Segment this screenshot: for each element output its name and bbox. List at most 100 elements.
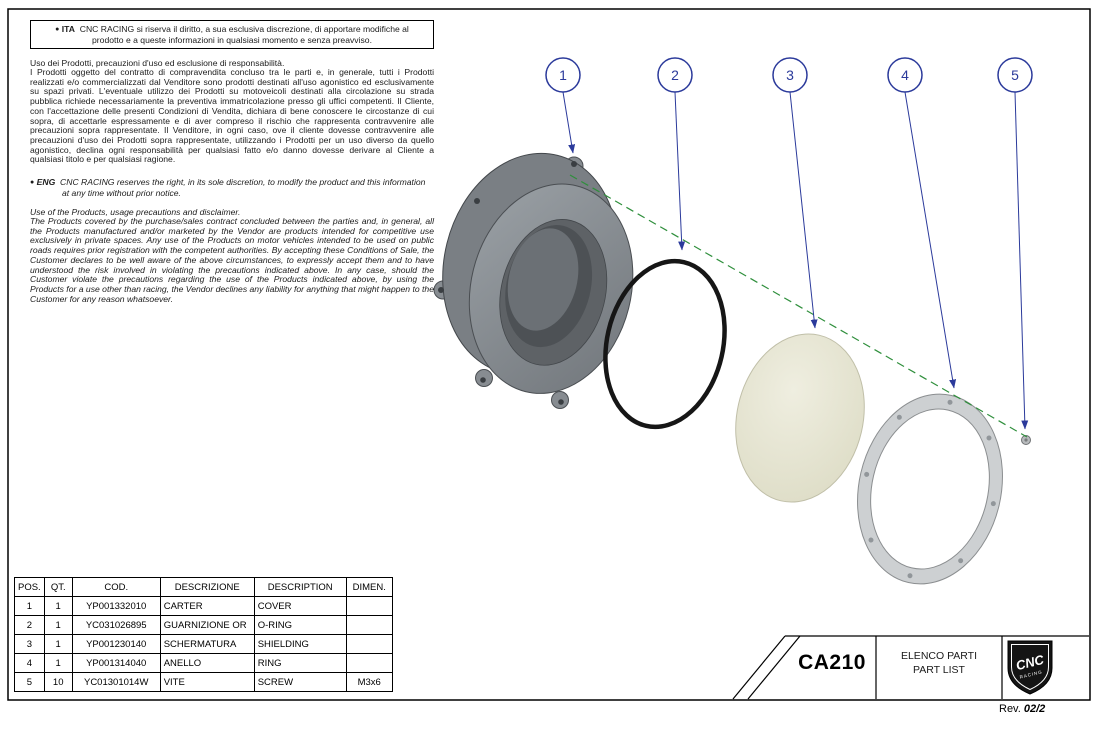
cell-dimension xyxy=(345,615,393,635)
eng-label: ENG xyxy=(36,177,56,188)
cell-dimension xyxy=(345,653,393,673)
header-qty: QT. xyxy=(43,577,73,597)
part-1-cover xyxy=(433,152,634,409)
logo-text: CNC xyxy=(1014,652,1046,674)
cell-description: SCREW xyxy=(253,672,347,692)
balloon-3: 3 xyxy=(772,57,818,329)
balloon-1: 1 xyxy=(545,57,581,154)
cell-code: YP001230140 xyxy=(71,634,161,654)
revision: Rev. 02/2 xyxy=(999,703,1045,715)
ita-notice-text: CNC RACING si riserva il diritto, a sua … xyxy=(79,24,409,45)
balloon-number: 4 xyxy=(901,67,909,83)
ring-screw-holes xyxy=(864,399,996,579)
cell-qty: 1 xyxy=(43,634,73,654)
cell-dimension xyxy=(345,596,393,616)
revision-value: 02/2 xyxy=(1023,703,1046,715)
ita-label: ITA xyxy=(61,24,75,34)
cell-code: YP001332010 xyxy=(71,596,161,616)
cell-code: YC031026895 xyxy=(71,615,161,635)
balloon-circle xyxy=(997,57,1033,93)
table-row: 2 1 YC031026895 GUARNIZIONE OR O-RING xyxy=(14,615,393,635)
parts-table: POS. QT. COD. DESCRIZIONE DESCRIPTION DI… xyxy=(14,577,393,692)
leader-line-4 xyxy=(904,91,957,389)
balloon-number: 2 xyxy=(671,67,679,83)
ita-notice-box: ● ITA CNC RACING si riserva il diritto, … xyxy=(30,20,434,49)
bullet-icon: ● xyxy=(30,179,35,187)
balloon-2: 2 xyxy=(657,57,693,251)
part-2-oring xyxy=(603,258,727,430)
header-description: DESCRIPTION xyxy=(253,577,347,597)
axis-centerline xyxy=(569,174,1028,438)
ita-usage-heading: Uso dei Prodotti, precauzioni d'uso ed e… xyxy=(30,58,285,68)
cell-descrizione: CARTER xyxy=(159,596,255,616)
balloon-circle xyxy=(887,57,923,93)
disclaimer-block: ● ITA CNC RACING si riserva il diritto, … xyxy=(30,20,434,304)
cnc-racing-logo: CNC RACING xyxy=(1007,640,1053,695)
part-list-title-eng: PART LIST xyxy=(913,663,965,676)
table-row: 1 1 YP001332010 CARTER COVER xyxy=(14,596,393,616)
part-5-screw xyxy=(1021,435,1031,445)
part-list-title: ELENCO PARTI PART LIST xyxy=(878,650,1000,677)
ita-usage-body: I Prodotti oggetto del contratto di comp… xyxy=(30,67,434,165)
part-4-ring xyxy=(857,393,1003,585)
header-descrizione: DESCRIZIONE xyxy=(159,577,255,597)
cell-descrizione: SCHERMATURA xyxy=(159,634,255,654)
eng-usage-body: The Products covered by the purchase/sal… xyxy=(30,216,434,304)
table-header-row: POS. QT. COD. DESCRIZIONE DESCRIPTION DI… xyxy=(14,577,393,597)
header-dimension: DIMEN. xyxy=(345,577,393,597)
leader-line-3 xyxy=(789,91,818,329)
header-code: COD. xyxy=(71,577,161,597)
cell-dimension: M3x6 xyxy=(345,672,393,692)
cell-pos: 5 xyxy=(14,672,45,692)
title-block-lines xyxy=(732,635,1089,700)
logo-shield xyxy=(1007,640,1053,695)
part-list-title-ita: ELENCO PARTI xyxy=(900,650,978,662)
logo-shield-inner-line xyxy=(1011,644,1049,691)
header-pos: POS. xyxy=(14,577,45,597)
eng-notice: ● ENG CNC RACING reserves the right, in … xyxy=(30,177,434,198)
drawing-code: CA210 xyxy=(798,651,866,674)
cell-dimension xyxy=(345,634,393,654)
balloon-5: 5 xyxy=(997,57,1033,430)
balloon-circle xyxy=(772,57,808,93)
balloon-number: 1 xyxy=(559,67,567,83)
cell-code: YP001314040 xyxy=(71,653,161,673)
part-3-shielding xyxy=(735,333,865,503)
cell-code: YC01301014W xyxy=(71,672,161,692)
cell-description: O-RING xyxy=(253,615,347,635)
cell-qty: 1 xyxy=(43,653,73,673)
eng-usage-heading: Use of the Products, usage precautions a… xyxy=(30,207,241,218)
cover-body xyxy=(442,152,634,394)
balloon-number: 5 xyxy=(1011,67,1019,83)
balloon-circle xyxy=(657,57,693,93)
cover-lug-holes xyxy=(438,161,577,405)
cell-description: COVER xyxy=(253,596,347,616)
balloon-circle xyxy=(545,57,581,93)
leader-line-2 xyxy=(674,91,686,251)
cell-pos: 4 xyxy=(14,653,45,673)
cell-qty: 10 xyxy=(43,672,73,692)
cell-qty: 1 xyxy=(43,596,73,616)
leader-line-1 xyxy=(562,91,576,154)
eng-notice-text: CNC RACING reserves the right, in its so… xyxy=(60,177,426,199)
cell-descrizione: VITE xyxy=(159,672,255,692)
bullet-icon: ● xyxy=(55,26,60,33)
balloon-number: 3 xyxy=(786,67,794,83)
cell-descrizione: ANELLO xyxy=(159,653,255,673)
sheet-frame xyxy=(7,8,1091,701)
cell-pos: 3 xyxy=(14,634,45,654)
table-row: 5 10 YC01301014W VITE SCREW M3x6 xyxy=(14,672,393,692)
cell-descrizione: GUARNIZIONE OR xyxy=(159,615,255,635)
balloon-4: 4 xyxy=(887,57,957,389)
cell-pos: 2 xyxy=(14,615,45,635)
table-row: 3 1 YP001230140 SCHERMATURA SHIELDING xyxy=(14,634,393,654)
revision-label: Rev. xyxy=(999,703,1021,715)
table-row: 4 1 YP001314040 ANELLO RING xyxy=(14,653,393,673)
logo-subtext: RACING xyxy=(1019,669,1043,680)
cell-qty: 1 xyxy=(43,615,73,635)
cell-description: RING xyxy=(253,653,347,673)
cell-description: SHIELDING xyxy=(253,634,347,654)
leader-line-5 xyxy=(1014,91,1029,430)
